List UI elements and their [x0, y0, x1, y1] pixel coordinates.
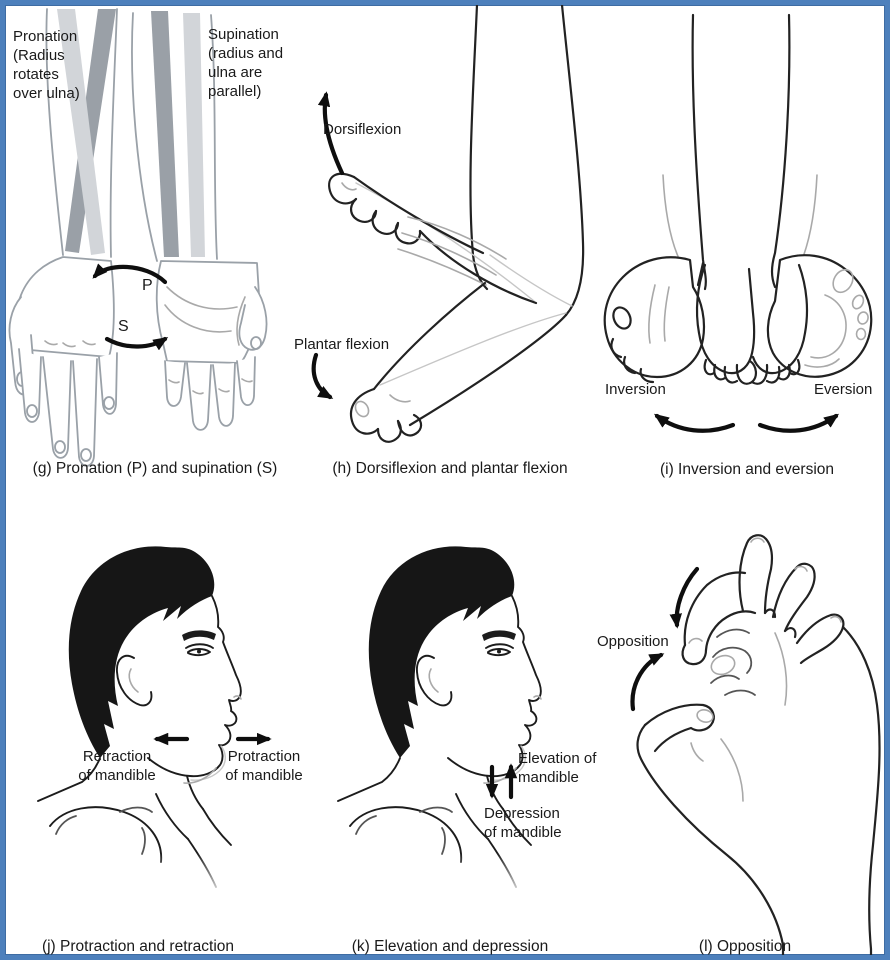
pronated-hand	[8, 256, 118, 467]
depression-label: Depression of mandible	[484, 805, 562, 841]
pronation-label: Pronation (Radius rotates over ulna)	[13, 28, 80, 102]
pronation-letter: P	[142, 277, 153, 294]
caption-dorsiflexion-plantar: (h) Dorsiflexion and plantar flexion	[332, 460, 568, 477]
inverted-foot	[603, 256, 706, 384]
supinated-hand	[155, 260, 268, 431]
plantar-flexed-foot	[349, 281, 568, 443]
supination-letter: S	[118, 318, 129, 335]
inversion-label: Inversion	[605, 381, 666, 398]
foot-flexion-illustration	[311, 5, 585, 443]
supination-label: Supination (radius and ulna are parallel…	[208, 26, 284, 100]
ulna-bone-parallel	[151, 11, 179, 257]
plantar-flexion-label: Plantar flexion	[294, 336, 390, 353]
head-protraction-retraction-illustration	[37, 545, 272, 888]
caption-opposition: (l) Opposition	[698, 938, 792, 955]
opposition-arrow-upper	[669, 566, 700, 629]
everted-foot	[766, 254, 873, 378]
pronation-arrow	[92, 263, 168, 285]
protraction-label: Protraction of mandible	[225, 748, 303, 784]
elevation-label: Elevation of mandible	[518, 750, 597, 786]
hand-opposition-illustration	[630, 534, 881, 955]
head-elevation-depression-illustration	[337, 545, 542, 888]
dorsiflexed-foot	[328, 172, 538, 305]
dorsiflexion-label: Dorsiflexion	[323, 121, 402, 138]
feet-inversion-eversion-illustration	[603, 13, 873, 433]
supination-arrow	[104, 336, 169, 351]
pronation-supination-illustration	[8, 8, 268, 467]
caption-elevation-depression: (k) Elevation and depression	[351, 938, 549, 955]
caption-protraction-retraction: (j) Protraction and retraction	[41, 938, 235, 955]
eversion-label: Eversion	[814, 381, 873, 398]
opposition-arrow-lower	[630, 652, 665, 712]
inversion-arrow	[653, 413, 736, 433]
neutral-feet	[695, 263, 809, 385]
eversion-arrow	[757, 413, 840, 433]
ulna-bone-crossed	[65, 9, 116, 253]
retraction-label: Retraction of mandible	[78, 748, 156, 784]
radius-bone-crossed	[57, 9, 105, 255]
plantar-flexion-arrow	[311, 352, 334, 400]
opposition-hand	[636, 534, 881, 955]
caption-inversion-eversion: (i) Inversion and eversion	[659, 461, 835, 478]
radius-bone-parallel	[183, 13, 205, 257]
opposition-label: Opposition	[597, 633, 669, 650]
caption-pronation-supination: (g) Pronation (P) and supination (S)	[32, 460, 278, 477]
dorsiflexion-arrow	[317, 91, 345, 176]
